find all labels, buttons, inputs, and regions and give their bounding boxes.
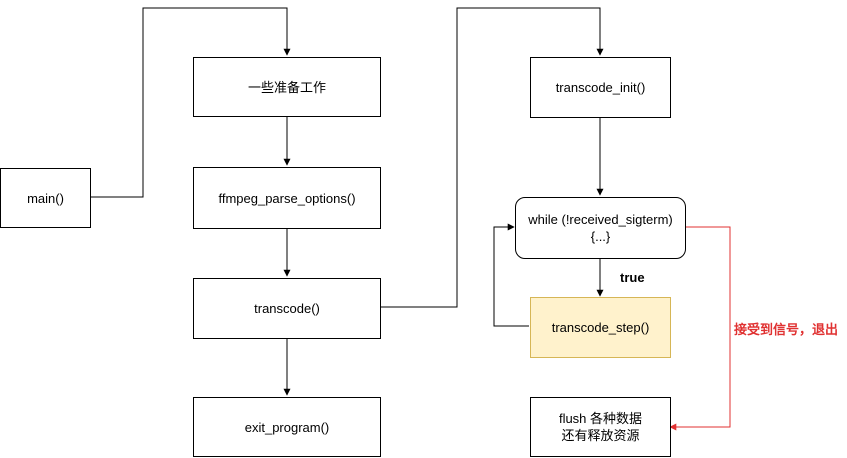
parse-options-node: ffmpeg_parse_options() [193,167,381,229]
transcode-init-node: transcode_init() [530,57,671,118]
exit-program-node: exit_program() [193,397,381,457]
true-edge-label: true [620,270,645,285]
edge-main-to-prep [90,7,291,198]
edge-loop-to-flush [669,226,731,431]
main-node: main() [0,168,91,228]
flush-node: flush 各种数据 还有释放资源 [530,397,671,457]
transcode-node: transcode() [193,278,381,339]
exit-signal-edge-label: 接受到信号，退出 [734,322,839,337]
transcode-step-node: transcode_step() [530,297,671,358]
edge-step-back-to-loop [493,223,529,327]
while-loop-node: while (!received_sigterm) {...} [515,197,686,259]
edge-transcode-to-init [381,7,604,308]
prep-node: 一些准备工作 [193,57,381,117]
